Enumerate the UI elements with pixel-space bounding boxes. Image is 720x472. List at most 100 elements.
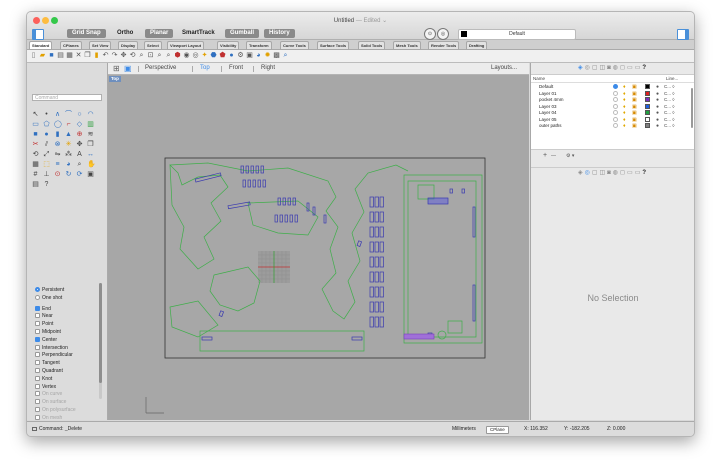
layer-color-swatch[interactable]	[645, 103, 650, 109]
view-tab-icon[interactable]: ▭	[634, 170, 643, 176]
osnap-on-curve[interactable]: On curve	[35, 391, 101, 399]
current-layer-radio-icon[interactable]	[613, 110, 618, 115]
help-icon[interactable]: ?	[44, 181, 49, 188]
linetype-value[interactable]: C... ◊	[664, 103, 675, 109]
toggle-sidebar-right-icon[interactable]	[677, 29, 689, 40]
lightbulb-icon[interactable]: ♦	[623, 97, 626, 103]
osnap-on-mesh[interactable]: On mesh	[35, 414, 101, 423]
material-icon[interactable]: ●	[656, 116, 660, 123]
close-window-button[interactable]	[33, 17, 40, 24]
help-search-icon[interactable]: ⌕	[283, 52, 288, 59]
tab-mesh-tools[interactable]: Mesh Tools	[393, 41, 421, 50]
properties-tab-icon[interactable]: ▢	[591, 170, 600, 176]
toggle-sidebar-left-icon[interactable]	[32, 29, 44, 40]
render-icon[interactable]: ●	[229, 52, 234, 59]
material-icon[interactable]: ●	[656, 110, 660, 116]
layer-color-swatch[interactable]	[645, 84, 650, 89]
macro-icon[interactable]: ▩	[273, 52, 280, 59]
rotate-icon[interactable]: ⟲	[32, 151, 39, 158]
osnap-near[interactable]: Near	[35, 313, 101, 321]
linetype-value[interactable]: C... ◊	[664, 116, 675, 122]
boolean-icon[interactable]: ⊕	[76, 131, 83, 138]
properties-icon[interactable]: ▤	[32, 181, 39, 188]
single-viewport-icon[interactable]: ⊞	[113, 64, 120, 73]
command-history[interactable]: Command: _Delete	[32, 422, 82, 436]
open-file-icon[interactable]: ▰	[39, 52, 46, 59]
tab-viewport-layout[interactable]: Viewport Layout	[167, 41, 205, 50]
light-icon[interactable]: ✹	[264, 52, 271, 59]
library-tab-icon[interactable]: ▭	[627, 170, 635, 176]
display-mode-icon[interactable]: ▣	[246, 52, 253, 59]
properties-tab-icon[interactable]: ▢	[591, 65, 600, 71]
redo-icon[interactable]: ↷	[111, 52, 118, 59]
osnap-quadrant[interactable]: Quadrant	[35, 367, 101, 376]
lightbulb-icon[interactable]: ♦	[623, 90, 626, 97]
osnap-end[interactable]: End	[35, 305, 101, 314]
tab-standard[interactable]: Standard	[29, 41, 53, 50]
lock-icon[interactable]: ▣	[632, 103, 637, 110]
curve-icon[interactable]: ⌒	[65, 111, 72, 118]
lock-icon[interactable]: ▣	[632, 84, 637, 90]
object-props-icon[interactable]: ⬟	[219, 52, 226, 59]
tab-render-tools[interactable]: Render Tools	[428, 41, 460, 50]
split-icon[interactable]: ⫽	[44, 141, 49, 148]
tab-set-view[interactable]: Set View	[89, 41, 112, 50]
array-icon[interactable]: ⁂	[65, 151, 72, 158]
layer-options-gear-icon[interactable]: ⚙ ▾	[566, 153, 575, 159]
command-input[interactable]: Command	[32, 94, 102, 101]
rotate-view-icon[interactable]: ⟲	[129, 52, 136, 59]
box-icon[interactable]: ■	[33, 131, 38, 138]
view-tab-icon[interactable]: ▭	[634, 65, 643, 71]
layer-row[interactable]: Layer 01♦▣●C... ◊	[531, 90, 694, 97]
display-tab-icon[interactable]: ◎	[584, 170, 592, 176]
offset-icon[interactable]: ≋	[87, 131, 94, 138]
linetype-value[interactable]: C... ◊	[664, 97, 675, 102]
help-icon[interactable]: ?	[642, 65, 649, 71]
layers-scrollbar[interactable]	[691, 88, 693, 128]
viewport-title[interactable]: Top	[109, 76, 121, 82]
tab-top[interactable]: Top	[200, 65, 210, 71]
lock-icon[interactable]: ▣	[632, 110, 637, 116]
layer-icon[interactable]: ≡	[55, 161, 60, 168]
grid-snap-toggle[interactable]: Grid Snap	[67, 29, 106, 38]
lightbulb-icon[interactable]: ♦	[623, 103, 626, 110]
snap-icon[interactable]: ⊙	[54, 171, 61, 178]
current-layer-radio-icon[interactable]	[613, 90, 618, 96]
purple-pocket[interactable]	[403, 333, 435, 340]
material-icon[interactable]: ●	[656, 97, 660, 103]
linetype-value[interactable]: C... ◊	[664, 110, 675, 115]
linetype-column-header[interactable]: Line...	[666, 76, 679, 81]
hide-icon[interactable]: ◉	[183, 52, 190, 59]
polyline-icon[interactable]: ∧	[54, 111, 61, 118]
fillet-icon[interactable]: ⌐	[66, 121, 71, 128]
zoom-window-icon[interactable]: ⊡	[147, 52, 154, 59]
cplane-dropdown[interactable]: CPlane	[486, 426, 509, 434]
edited-indicator[interactable]: — Edited ⌄	[355, 18, 388, 24]
osnap-one-shot-option[interactable]: One shot	[35, 294, 101, 303]
layer-name[interactable]: Layer 05	[539, 116, 557, 122]
stock-boundary[interactable]	[164, 157, 486, 359]
current-layer-radio-icon[interactable]	[613, 84, 618, 89]
layer-color-swatch[interactable]	[645, 123, 650, 128]
layer-color-swatch[interactable]	[645, 90, 650, 96]
ellipse-icon[interactable]: ◯	[54, 121, 62, 128]
history2-icon[interactable]: ⟳	[76, 171, 83, 178]
osnap-on-polysurface[interactable]: On polysurface	[35, 406, 101, 415]
zoom-selected-icon[interactable]: ⌕	[166, 52, 171, 59]
gumball-toggle[interactable]: Gumball	[225, 29, 260, 38]
current-layer-radio-icon[interactable]	[613, 97, 618, 102]
units-display[interactable]: Millimeters	[452, 426, 476, 432]
drawing-canvas[interactable]	[108, 75, 529, 420]
delete-layer-button[interactable]: —	[551, 153, 557, 159]
tab-right[interactable]: Right	[261, 65, 276, 71]
cone-icon[interactable]: ▲	[65, 131, 72, 138]
zoom-icon[interactable]: ⌕	[139, 52, 144, 59]
camera-tab-icon[interactable]: ◙	[607, 65, 613, 71]
undo-icon[interactable]: ↶	[102, 52, 109, 59]
lock-icon[interactable]: ▣	[632, 90, 637, 97]
osnap-scrollbar[interactable]	[99, 283, 102, 399]
record-history-icon[interactable]: ⊙	[424, 28, 436, 40]
lights-tab-icon[interactable]: ◍	[612, 65, 621, 71]
layouts-menu[interactable]: Layouts...	[491, 65, 518, 71]
osnap-midpoint[interactable]: Midpoint	[35, 328, 101, 337]
